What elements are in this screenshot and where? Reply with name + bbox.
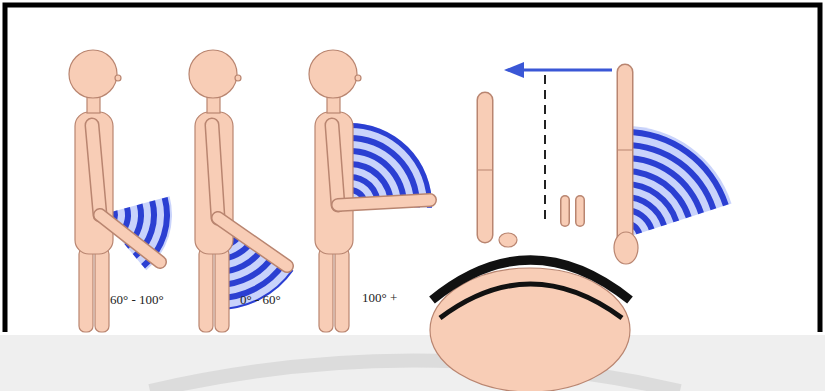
direction-arrow (520, 69, 612, 72)
wedge-band (625, 129, 729, 206)
reference-line (544, 75, 546, 222)
wedge-fill (625, 126, 732, 238)
arrow-head (504, 62, 524, 78)
standing-figure (309, 50, 430, 332)
angle-label: 0° - 60° (240, 292, 281, 308)
top-view-figure (430, 72, 638, 391)
angle-label: 60° - 100° (110, 292, 164, 308)
angle-label: 100° + (362, 290, 397, 306)
wedge-band (625, 155, 704, 214)
wedge-band (625, 168, 692, 218)
standing-figure (189, 50, 287, 332)
motion-wedge (625, 126, 732, 238)
bottom-band (0, 335, 825, 391)
wedge-band (625, 142, 716, 210)
standing-figure (69, 50, 160, 332)
frame (5, 5, 820, 332)
